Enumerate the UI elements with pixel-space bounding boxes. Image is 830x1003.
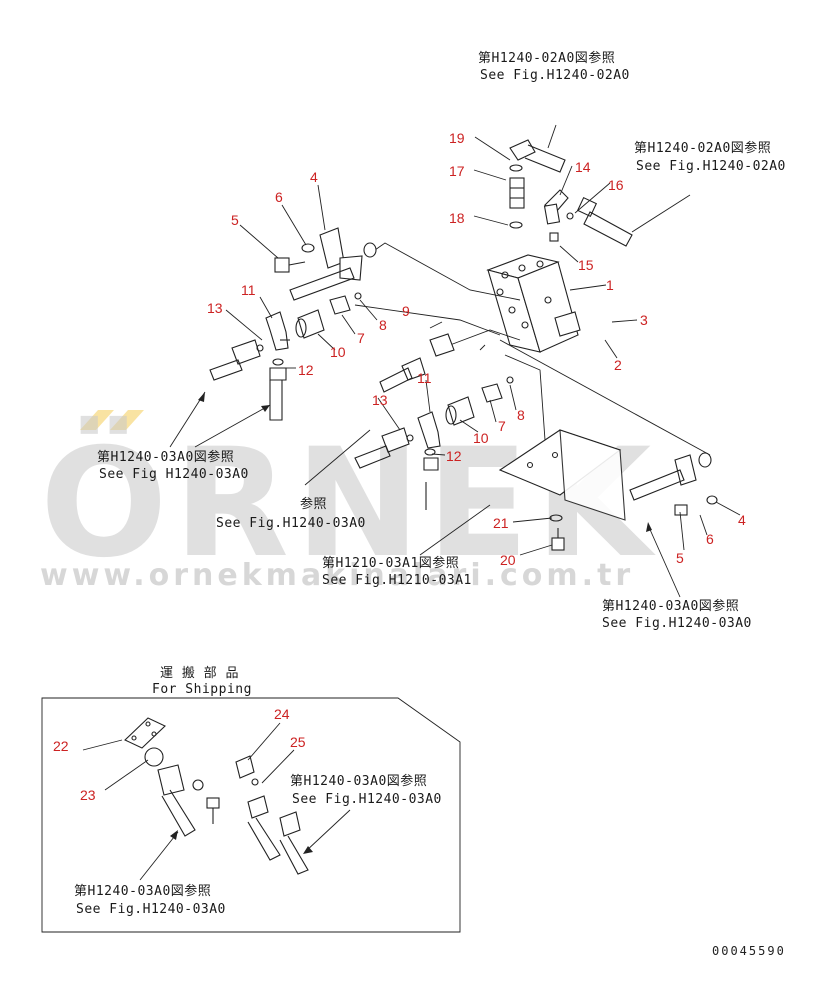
- cover-plate-22: [124, 717, 166, 749]
- part-num-24: 24: [274, 706, 290, 722]
- part-num-14: 14: [575, 159, 591, 175]
- part-num-10a: 10: [330, 344, 346, 360]
- shipping-title-en: For Shipping: [152, 682, 252, 697]
- part-num-6a: 6: [275, 189, 283, 205]
- part-num-11b: 11: [417, 370, 432, 386]
- part-num-17: 17: [449, 163, 465, 179]
- arrow-ship-right: [304, 809, 351, 853]
- flange-4-left: [289, 227, 377, 301]
- cap-23: [144, 747, 164, 767]
- reference-labels: 第H1240-02A0図参照 See Fig.H1240-02A0 第H1240…: [97, 50, 786, 631]
- part-num-6b: 6: [706, 531, 714, 547]
- fitting-11a: [265, 311, 290, 351]
- shipping-section: 運 搬 部 品 For Shipping: [41, 666, 461, 933]
- flange-4-right: [629, 452, 718, 516]
- watermark-url: www.ornekmakinalari.com.tr: [40, 558, 634, 593]
- hose-12a: [269, 358, 287, 421]
- ref-top-jp: 第H1240-02A0図参照: [478, 50, 615, 66]
- part-num-19: 19: [449, 130, 465, 146]
- ref-right-jp: 第H1240-02A0図参照: [634, 140, 771, 156]
- washer-6-left: [301, 243, 315, 253]
- ref-left-jp: 第H1240-03A0図参照: [97, 449, 234, 465]
- watermark-accent: [80, 410, 144, 430]
- drawing-code: 00045590: [712, 944, 786, 958]
- part-num-4a: 4: [310, 169, 318, 185]
- reference-arrows: [169, 391, 681, 598]
- part-num-12b: 12: [446, 448, 462, 464]
- part-num-21: 21: [493, 515, 509, 531]
- lead-23: [104, 759, 149, 791]
- part-num-5b: 5: [676, 550, 684, 566]
- fitting-14: [543, 189, 569, 225]
- part-num-2: 2: [614, 357, 622, 373]
- fitting-11b: [417, 411, 441, 449]
- part-num-1: 1: [606, 277, 614, 293]
- hoses-ship-right: [247, 795, 309, 875]
- shipping-frame: [41, 697, 461, 933]
- part-num-12a: 12: [298, 362, 314, 378]
- lead-24: [247, 722, 281, 761]
- ref-ship-right-jp: 第H1240-03A0図参照: [290, 773, 427, 789]
- part-num-8a: 8: [379, 317, 387, 333]
- hose-13b: [379, 357, 426, 393]
- fitting-9: [429, 321, 455, 357]
- part-num-8b: 8: [517, 407, 525, 423]
- ref-ship-left-en: See Fig.H1240-03A0: [76, 902, 226, 917]
- connection-lines: [354, 242, 711, 456]
- part-num-15: 15: [578, 257, 594, 273]
- fitting-7b: [481, 376, 514, 403]
- fitting-10b: [445, 396, 475, 426]
- ref-center-jp: 第H1210-03A1図参照: [322, 555, 459, 571]
- flange-ship-left: [157, 764, 220, 837]
- ref-right-en: See Fig.H1240-02A0: [636, 159, 786, 174]
- ref-right-lower-jp: 第H1240-03A0図参照: [602, 598, 739, 614]
- ref-ship-left-jp: 第H1240-03A0図参照: [74, 883, 211, 899]
- ref-mid-jp: 参照: [300, 496, 327, 512]
- hose-13a: [209, 339, 264, 381]
- ref-mid-en: See Fig.H1240-03A0: [216, 516, 366, 531]
- seals: [509, 164, 574, 242]
- part-num-23: 23: [80, 787, 96, 803]
- ref-top-en: See Fig.H1240-02A0: [480, 68, 630, 83]
- part-num-4b: 4: [738, 512, 746, 528]
- hose-upper-19: [509, 124, 566, 173]
- part-num-7a: 7: [357, 330, 365, 346]
- bolt-5-left: [274, 257, 306, 273]
- ref-right-lower-en: See Fig.H1240-03A0: [602, 616, 752, 631]
- part-num-20: 20: [500, 552, 516, 568]
- hose-13c: [354, 427, 414, 469]
- ref-ship-right-en: See Fig.H1240-03A0: [292, 792, 442, 807]
- lead-22: [82, 739, 123, 751]
- shipping-title-jp: 運 搬 部 品: [160, 666, 239, 681]
- part-numbers: 1 2 3 4 4 5 5 6 6 7 7 8 8 9 10 10 11 11 …: [207, 130, 746, 568]
- part-num-9: 9: [402, 303, 410, 319]
- hose-right-16: [576, 194, 691, 247]
- fitting-7a: [329, 292, 362, 315]
- ref-left-en: See Fig H1240-03A0: [99, 467, 249, 482]
- part-num-25: 25: [290, 734, 306, 750]
- leader-lines: [225, 136, 741, 556]
- fitting-17: [509, 177, 525, 209]
- arrow-ship-left: [139, 831, 179, 881]
- bolt-20: [549, 514, 565, 551]
- part-num-3: 3: [640, 312, 648, 328]
- part-num-13b: 13: [372, 392, 388, 408]
- bracket: [498, 429, 626, 521]
- lead-25: [261, 749, 295, 784]
- part-num-10b: 10: [473, 430, 489, 446]
- part-num-13a: 13: [207, 300, 223, 316]
- fitting-10a: [295, 309, 325, 339]
- ref-center-en: See Fig.H1210-03A1: [322, 573, 472, 588]
- plug-24: [235, 755, 259, 786]
- part-num-11a: 11: [241, 282, 256, 298]
- valve-block: [486, 254, 581, 353]
- part-num-5a: 5: [231, 212, 239, 228]
- part-num-16: 16: [608, 177, 624, 193]
- part-num-7b: 7: [498, 418, 506, 434]
- hose-12b: [423, 448, 439, 510]
- part-num-18: 18: [449, 210, 465, 226]
- part-num-22: 22: [53, 738, 69, 754]
